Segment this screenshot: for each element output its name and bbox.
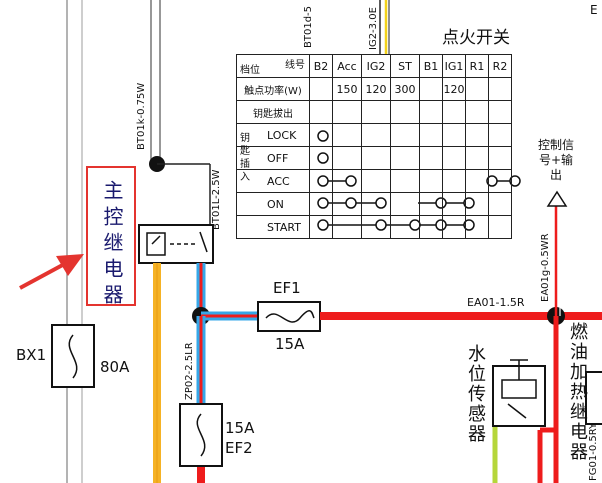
power-acc: 150 bbox=[332, 77, 362, 101]
main-relay-highlight bbox=[86, 166, 136, 306]
power-ig1: 120 bbox=[442, 77, 466, 101]
fuel-relay-body bbox=[585, 371, 602, 425]
label-bt01d: BT01d-5 bbox=[303, 5, 314, 48]
col-ig1: IG1 bbox=[442, 54, 466, 78]
fuse-ef2-rating: 15A bbox=[225, 419, 255, 437]
pos-start: START bbox=[267, 220, 301, 234]
water-sensor-switch bbox=[507, 403, 527, 419]
fuel-relay-label: 燃油加热继电器 bbox=[567, 322, 588, 462]
col-r2: R2 bbox=[488, 54, 512, 78]
pos-lock: LOCK bbox=[267, 128, 297, 142]
main-relay-body bbox=[138, 224, 214, 264]
ignition-switch-table: 线号 档位 B2 Acc IG2 ST B1 IG1 R1 R2 触点功率(W)… bbox=[236, 54, 512, 239]
col-ig2: IG2 bbox=[361, 54, 391, 78]
fuse-bx1-name: BX1 bbox=[16, 346, 47, 364]
row-key-out: 钥匙拔出 bbox=[236, 100, 310, 124]
col-r1: R1 bbox=[465, 54, 489, 78]
pos-on: ON bbox=[267, 197, 284, 211]
row-key-in: 钥匙插入 bbox=[240, 133, 250, 183]
label-bt01k: BT01k-0.75W bbox=[136, 82, 147, 150]
fuse-ef1-element bbox=[265, 310, 315, 323]
fuse-ef2-element bbox=[196, 413, 206, 457]
label-bt01l: BT01L-2.5W bbox=[211, 169, 222, 231]
col-b2: B2 bbox=[309, 54, 333, 78]
control-signal-label: 控制信号+输出 bbox=[537, 138, 574, 182]
annotation-arrow-line bbox=[19, 259, 71, 290]
power-r1 bbox=[465, 77, 489, 101]
fuse-ef2-name: EF2 bbox=[225, 439, 253, 457]
power-r2 bbox=[488, 77, 512, 101]
col-b1: B1 bbox=[419, 54, 443, 78]
label-fg01: FG01-0.5RY bbox=[588, 422, 599, 481]
fuse-bx1-rating: 80A bbox=[100, 358, 130, 376]
header-gear-label: 档位 bbox=[240, 65, 260, 76]
col-acc: Acc bbox=[332, 54, 362, 78]
fuse-ef1-name: EF1 bbox=[273, 279, 301, 297]
annotation-arrow-head bbox=[56, 254, 84, 276]
label-ig2: IG2-3.0E bbox=[368, 7, 379, 50]
power-st: 300 bbox=[390, 77, 420, 101]
power-ig2: 120 bbox=[361, 77, 391, 101]
fuse-ef1-rating: 15A bbox=[275, 335, 305, 353]
row-power-label: 触点功率(W) bbox=[236, 77, 310, 101]
col-st: ST bbox=[390, 54, 420, 78]
corner-label: E bbox=[590, 3, 598, 17]
water-sensor-label: 水位传感器 bbox=[465, 344, 486, 444]
relay-coil-diag bbox=[151, 235, 161, 245]
signal-arrow bbox=[546, 190, 568, 207]
power-b1 bbox=[419, 77, 443, 101]
main-relay-label: 主控继电器 bbox=[100, 180, 124, 310]
label-zp02: ZP02-2.5LR bbox=[184, 342, 195, 400]
fuse-bx1-element bbox=[68, 334, 78, 379]
table-corner-cell: 线号 档位 bbox=[236, 54, 310, 78]
label-ea01g: EA01g-0.5WR bbox=[540, 233, 551, 302]
relay-contact bbox=[199, 231, 208, 253]
power-b2 bbox=[309, 77, 333, 101]
header-line-label: 线号 bbox=[285, 60, 305, 71]
pos-lock-cell: 钥匙插入 LOCK bbox=[236, 123, 310, 183]
relay-coil bbox=[146, 232, 166, 256]
pos-off: OFF bbox=[267, 151, 289, 165]
pos-acc: ACC bbox=[267, 174, 290, 188]
label-ea01: EA01-1.5R bbox=[467, 296, 525, 309]
fuse-ef1-body bbox=[257, 301, 321, 332]
ignition-switch-title: 点火开关 bbox=[442, 28, 510, 48]
